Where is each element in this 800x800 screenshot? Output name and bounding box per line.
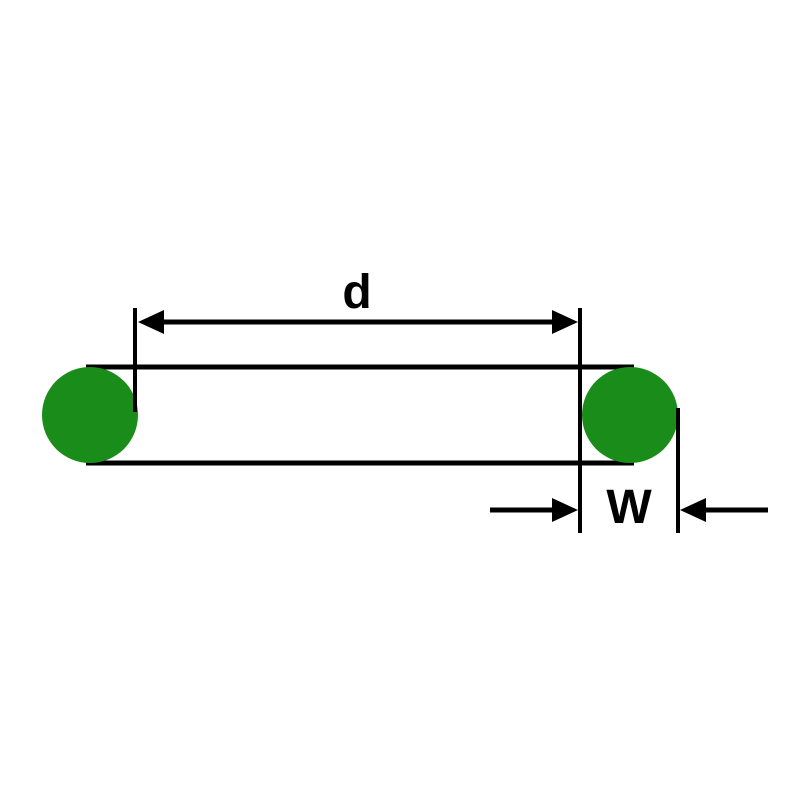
oring-right-cross-section — [582, 367, 678, 463]
w-arrowhead-left — [552, 498, 578, 522]
d-arrowhead-right — [552, 310, 578, 334]
w-label: W — [606, 481, 652, 534]
oring-left-cross-section — [42, 367, 138, 463]
d-arrowhead-left — [138, 310, 164, 334]
w-arrowhead-right — [680, 498, 706, 522]
d-label: d — [342, 266, 371, 319]
